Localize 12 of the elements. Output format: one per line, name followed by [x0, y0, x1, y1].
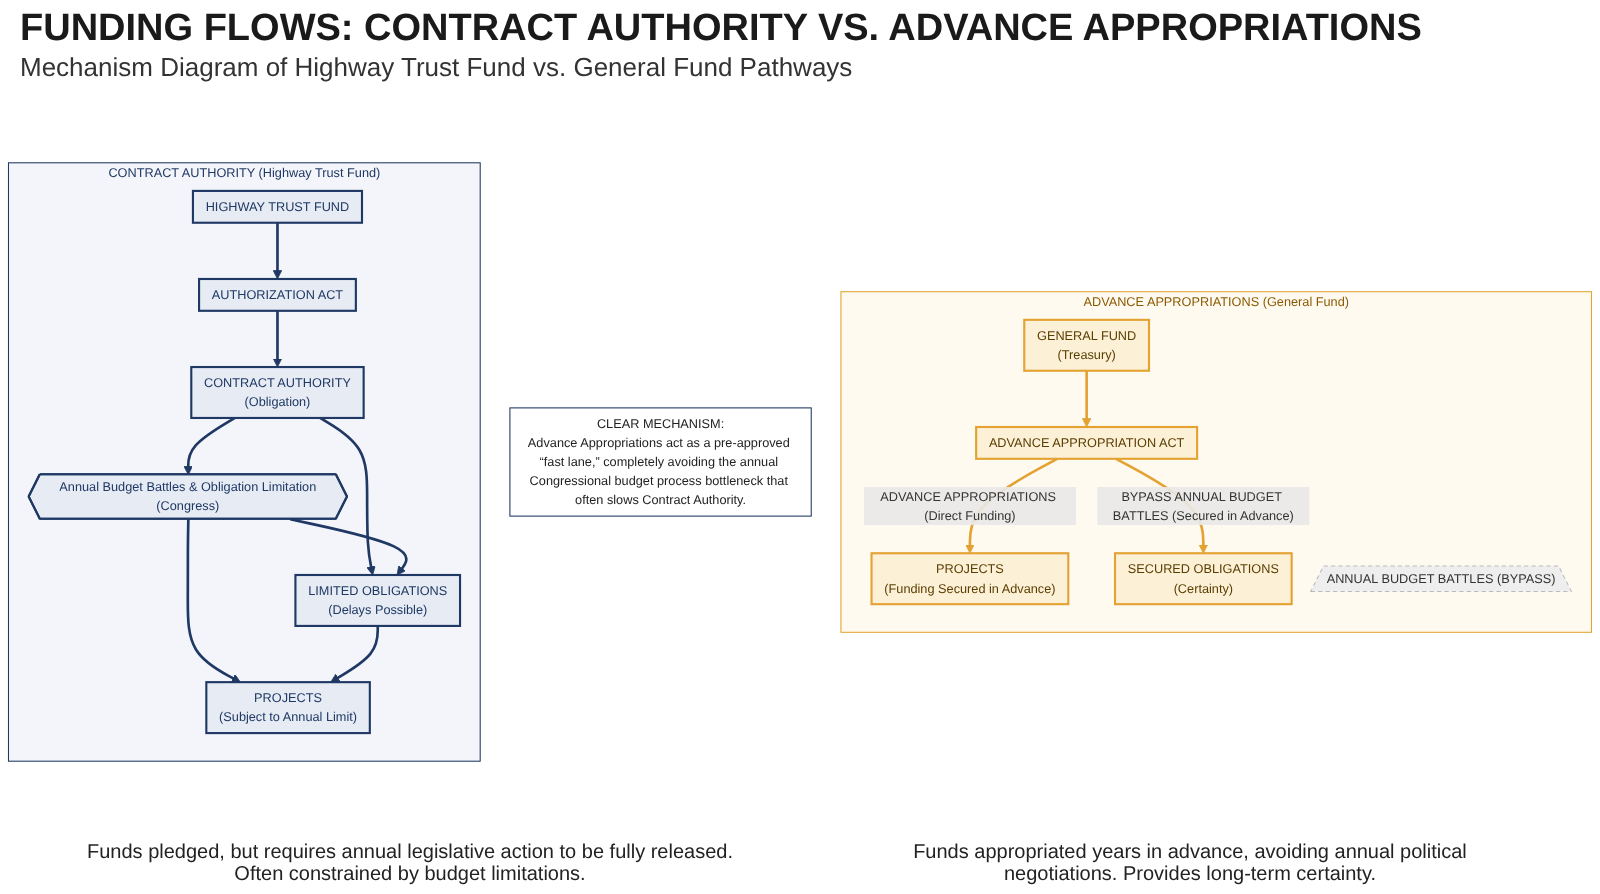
arrow — [290, 518, 408, 576]
arrow — [330, 625, 380, 683]
note-text: Funds pledged, but requires annual legislative action to be fully released. Often constrained by budget limitations. — [85, 842, 735, 886]
arrow — [272, 310, 283, 368]
subtitle: Mechanism Diagram of Highway Trust Fund vs. General Fund Pathways — [20, 52, 855, 82]
note-text: Funds appropriated years in advance, avoiding annual political negotiations. Provides long-term certainty. — [911, 842, 1469, 886]
title: FUNDING FLOWS: CONTRACT AUTHORITY VS. ADVANCE APPROPRIATIONS — [20, 8, 1424, 52]
arrow — [1081, 370, 1092, 428]
arrow — [186, 519, 241, 683]
arrow — [183, 416, 236, 476]
arrow — [319, 416, 376, 576]
arrow — [272, 222, 283, 280]
